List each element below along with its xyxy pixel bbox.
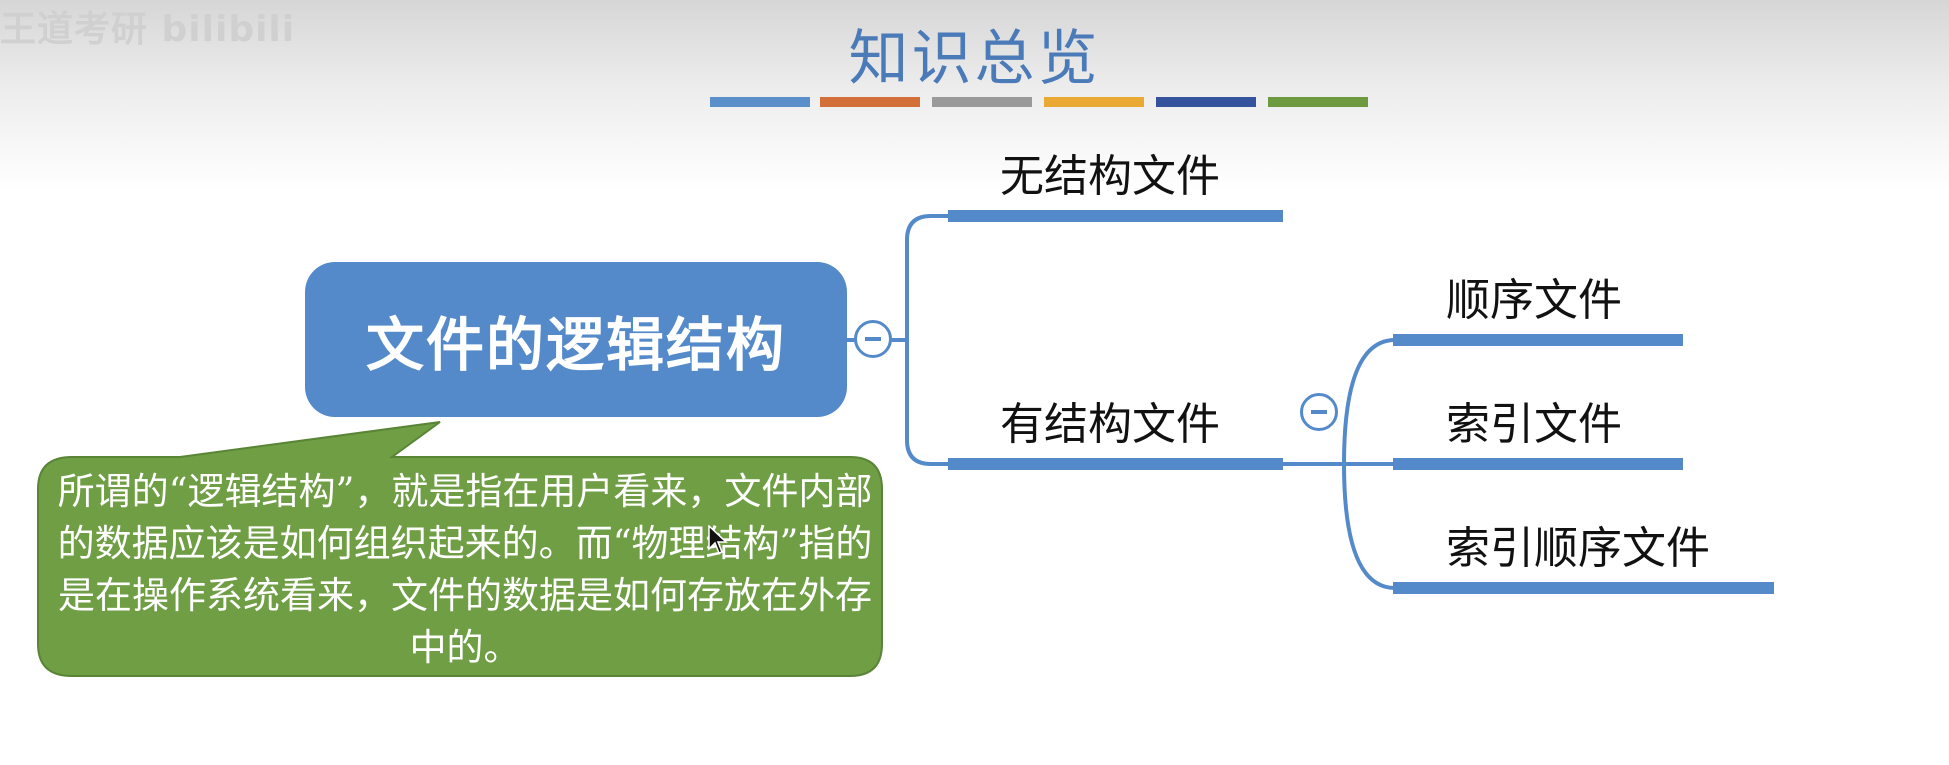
child-label-indexed[interactable]: 索引文件 — [1446, 399, 1622, 450]
branch-connector-unstructured — [905, 214, 950, 340]
underline-unstructured — [948, 210, 1283, 222]
underline-sequential — [1393, 334, 1683, 346]
branch-label-unstructured[interactable]: 无结构文件 — [1000, 151, 1220, 202]
decorative-bar-4 — [1044, 97, 1144, 107]
branch-label-structured[interactable]: 有结构文件 — [1000, 399, 1220, 450]
collapse-structured-icon[interactable] — [1300, 393, 1338, 431]
watermark: 王道考研 bilibili — [0, 9, 296, 50]
decorative-bar-5 — [1156, 97, 1256, 107]
child-label-indexed-sequential[interactable]: 索引顺序文件 — [1446, 523, 1710, 574]
child-connector-sequential — [1342, 338, 1396, 465]
decorative-bar-3 — [932, 97, 1032, 107]
decorative-bar-1 — [710, 97, 810, 107]
mindmap-root-node[interactable]: 文件的逻辑结构 — [305, 262, 847, 417]
underline-indexed — [1393, 458, 1683, 470]
decorative-bar-6 — [1268, 97, 1368, 107]
header-background — [0, 0, 1949, 190]
child-connector-indexed-sequential — [1342, 463, 1396, 590]
decorative-bar-2 — [820, 97, 920, 107]
page-title: 知识总览 — [848, 24, 1101, 94]
child-label-sequential[interactable]: 顺序文件 — [1446, 275, 1622, 326]
callout-text: 所谓的“逻辑结构”，就是指在用户看来，文件内部的数据应该是如何组织起来的。而“物… — [57, 470, 873, 669]
mouse-cursor-icon — [708, 525, 728, 554]
callout-bubble — [37, 421, 883, 677]
branch-connector-structured — [905, 340, 950, 466]
underline-indexed-sequential — [1393, 582, 1774, 594]
underline-structured — [948, 458, 1283, 470]
collapse-root-icon[interactable] — [854, 320, 892, 358]
